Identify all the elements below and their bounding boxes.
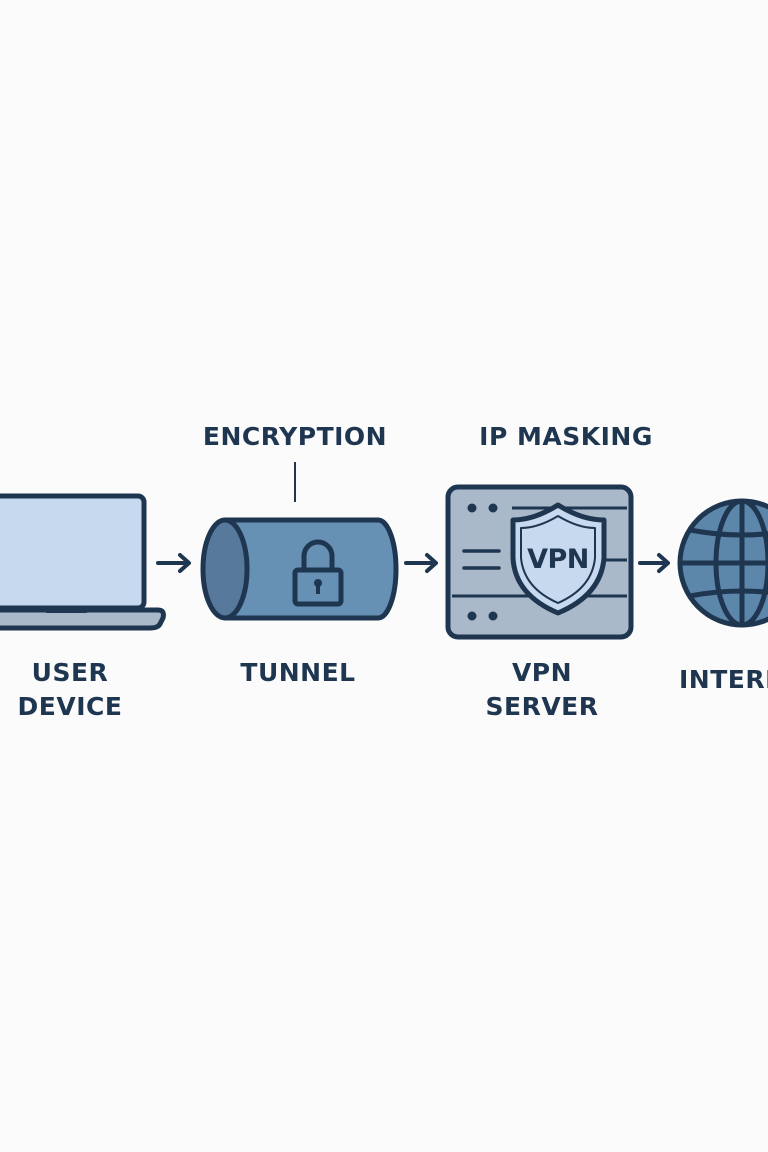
arrow-right-icon: [638, 553, 670, 573]
internet-label: INTERNET: [679, 665, 768, 694]
globe-icon: [677, 498, 768, 628]
user-device-label-line2: DEVICE: [18, 692, 123, 721]
tunnel-label: TUNNEL: [240, 658, 355, 687]
laptop-base: [0, 607, 166, 631]
laptop-screen: [0, 493, 147, 611]
laptop-icon: [0, 493, 166, 631]
arrow-right-icon: [404, 553, 438, 573]
shield-icon: VPN: [510, 502, 607, 616]
tunnel-icon: [200, 517, 399, 621]
laptop-trackpad-notch: [44, 606, 89, 613]
shield-text: VPN: [527, 544, 589, 575]
encryption-label: ENCRYPTION: [203, 422, 387, 451]
ip-masking-label: IP MASKING: [479, 422, 653, 451]
padlock-icon: [292, 539, 344, 607]
arrow-right-icon: [156, 553, 191, 573]
tunnel-opening: [200, 517, 250, 621]
vpn-server-label-line1: VPN: [512, 658, 572, 687]
user-device-label-line1: USER: [32, 658, 109, 687]
server-icon: VPN: [445, 484, 634, 640]
vpn-server-label-line2: SERVER: [485, 692, 598, 721]
